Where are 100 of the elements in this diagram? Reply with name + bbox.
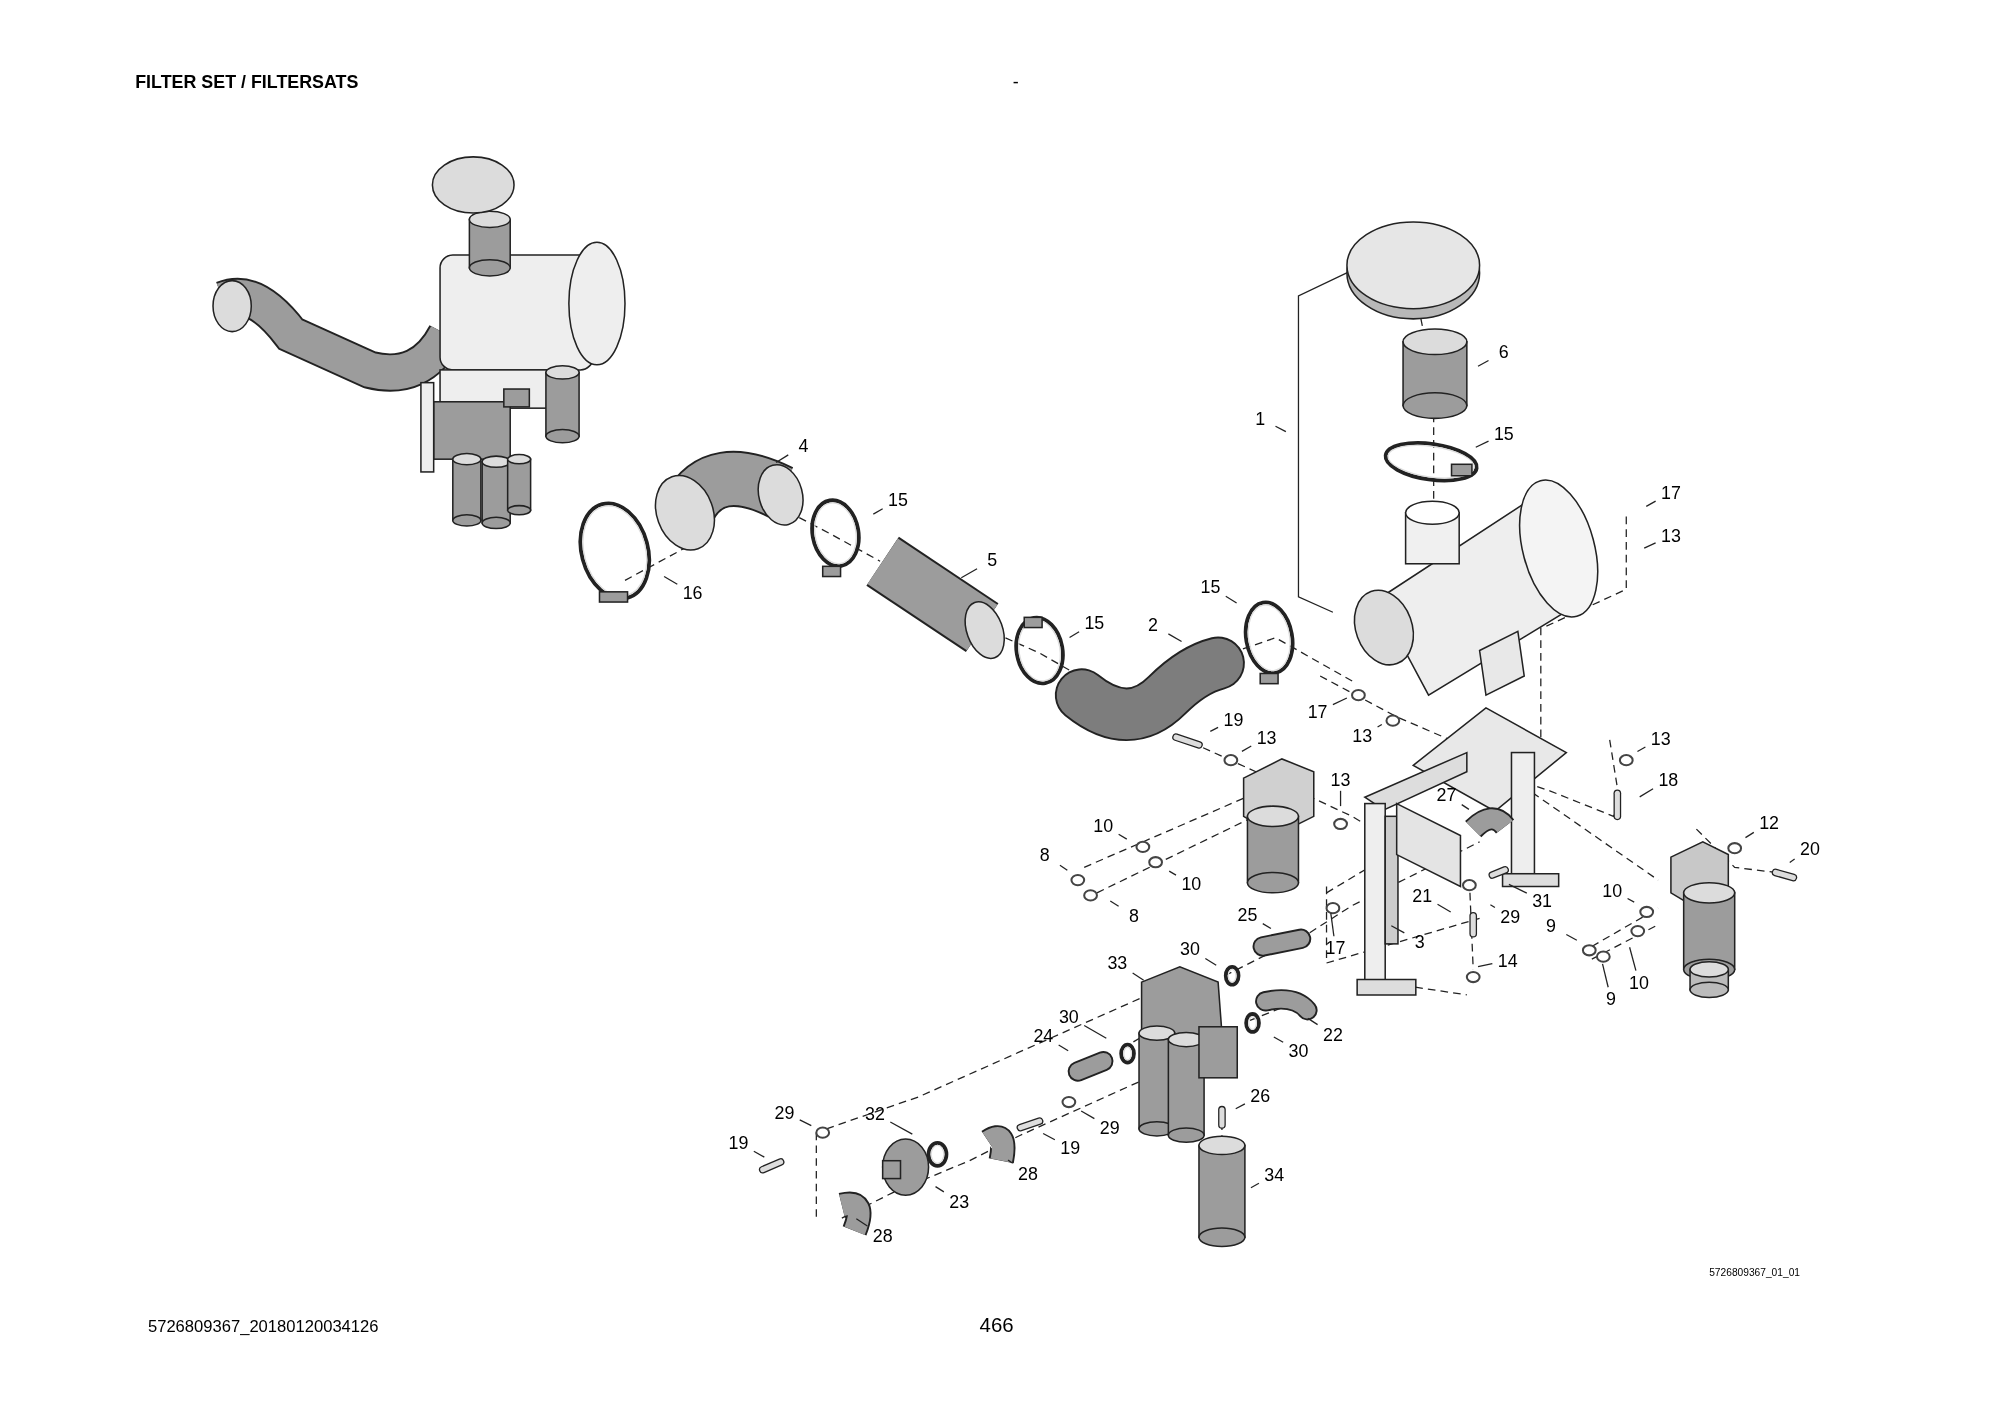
callout-number: 19: [1219, 709, 1248, 730]
leader-line: [1307, 1017, 1319, 1026]
callout-number: 13: [1252, 727, 1281, 748]
leader-line: [1083, 1024, 1107, 1039]
callout-number: 9: [1596, 988, 1625, 1009]
leader-line: [1643, 542, 1657, 549]
leader-line: [1132, 972, 1145, 981]
leader-line: [799, 1119, 812, 1127]
leader-line: [1626, 897, 1635, 903]
leader-line: [1225, 595, 1238, 604]
callout-number: 25: [1233, 904, 1262, 925]
leader-line: [1339, 790, 1342, 807]
callout-number: 23: [945, 1191, 974, 1212]
callout-number: 22: [1318, 1024, 1347, 1045]
callout-number: 34: [1260, 1164, 1289, 1185]
leader-line: [1436, 903, 1452, 913]
leader-line: [1390, 925, 1405, 934]
leader-line: [1636, 746, 1647, 753]
leader-line: [1508, 883, 1528, 894]
callout-number: 18: [1654, 769, 1683, 790]
leader-line: [960, 568, 978, 579]
callout-number: 10: [1089, 815, 1118, 836]
leader-line: [1645, 500, 1657, 508]
callout-number: 4: [789, 434, 818, 456]
leader-line: [1068, 631, 1080, 639]
leader-line: [1477, 963, 1493, 968]
leader-line: [1332, 697, 1348, 706]
leader-line: [1042, 1132, 1056, 1141]
callout-number: 29: [1095, 1117, 1124, 1138]
leader-line: [1461, 804, 1470, 810]
page-title: FILTER SET / FILTERSATS: [135, 71, 359, 92]
callout-number: 13: [1326, 769, 1355, 790]
leader-line: [1274, 425, 1287, 433]
callout-number: 27: [1432, 784, 1461, 805]
leader-line: [872, 508, 884, 515]
leader-line: [1209, 726, 1219, 732]
callout-number: 15: [1196, 576, 1225, 597]
leader-line: [1109, 900, 1120, 907]
leader-line: [1744, 831, 1755, 839]
callout-number: 12: [1755, 812, 1784, 833]
callout-number: 15: [1489, 423, 1518, 444]
leader-line: [1330, 912, 1335, 937]
callout-number: 8: [1119, 905, 1148, 926]
leader-line: [1080, 1110, 1096, 1120]
callout-number: 8: [1030, 844, 1059, 865]
callout-number: 33: [1103, 952, 1132, 974]
callout-number: 31: [1528, 890, 1557, 911]
callout-number: 28: [868, 1225, 897, 1247]
callout-number: 29: [770, 1102, 799, 1123]
leader-line: [663, 575, 678, 585]
leader-line: [934, 1186, 945, 1193]
leader-line: [1167, 633, 1183, 643]
leader-line: [1273, 1036, 1284, 1043]
callout-number: 19: [1056, 1137, 1085, 1159]
leader-line: [1565, 933, 1578, 941]
callout-number: 14: [1493, 950, 1522, 971]
leader-line: [1058, 1044, 1069, 1052]
page-number: 466: [979, 1313, 1014, 1337]
leader-line: [1628, 946, 1637, 972]
leader-line: [1475, 440, 1490, 448]
leader-line: [1204, 957, 1217, 966]
callout-number: 13: [1646, 728, 1675, 749]
callout-number: 9: [1537, 915, 1566, 937]
leader-line: [1639, 788, 1654, 798]
callout-number: 21: [1408, 885, 1437, 906]
callout-number: 10: [1177, 873, 1206, 895]
callout-number: 17: [1303, 701, 1332, 722]
leader-line: [1262, 922, 1272, 930]
callout-number: 3: [1405, 931, 1434, 952]
callout-number: 26: [1246, 1085, 1275, 1106]
leader-line: [1117, 833, 1128, 840]
callout-number: 10: [1625, 971, 1654, 993]
callout-number: 24: [1029, 1025, 1058, 1046]
leader-line: [1007, 1159, 1014, 1164]
callout-number: 2: [1139, 614, 1168, 636]
leader-line: [1477, 359, 1490, 367]
callout-number: 16: [678, 582, 707, 604]
leader-line: [1601, 963, 1609, 988]
leader-line: [889, 1121, 913, 1135]
callout-number: 5: [978, 549, 1007, 571]
leader-line: [855, 1218, 868, 1227]
callout-number: 28: [1014, 1163, 1043, 1184]
callout-number: 20: [1795, 838, 1824, 859]
leader-line: [1489, 904, 1496, 909]
leader-line: [1789, 858, 1796, 864]
drawing-number: 5726809367_01_01: [1709, 1266, 1800, 1279]
document-reference: 5726809367_20180120034126: [147, 1316, 379, 1336]
callout-number: 30: [1054, 1006, 1083, 1027]
leader-line: [1168, 870, 1177, 876]
leader-line: [1250, 1182, 1260, 1189]
callout-number: 1: [1246, 408, 1275, 429]
callout-number: 17: [1321, 937, 1350, 958]
separator-dash: -: [1012, 71, 1019, 92]
leader-line: [1235, 1103, 1246, 1110]
leader-line: [753, 1150, 765, 1158]
leader-line: [1059, 864, 1068, 871]
callout-number: 30: [1284, 1040, 1313, 1062]
callout-number: 29: [1496, 906, 1525, 928]
callout-number: 17: [1656, 482, 1685, 503]
callout-number: 32: [860, 1103, 890, 1124]
